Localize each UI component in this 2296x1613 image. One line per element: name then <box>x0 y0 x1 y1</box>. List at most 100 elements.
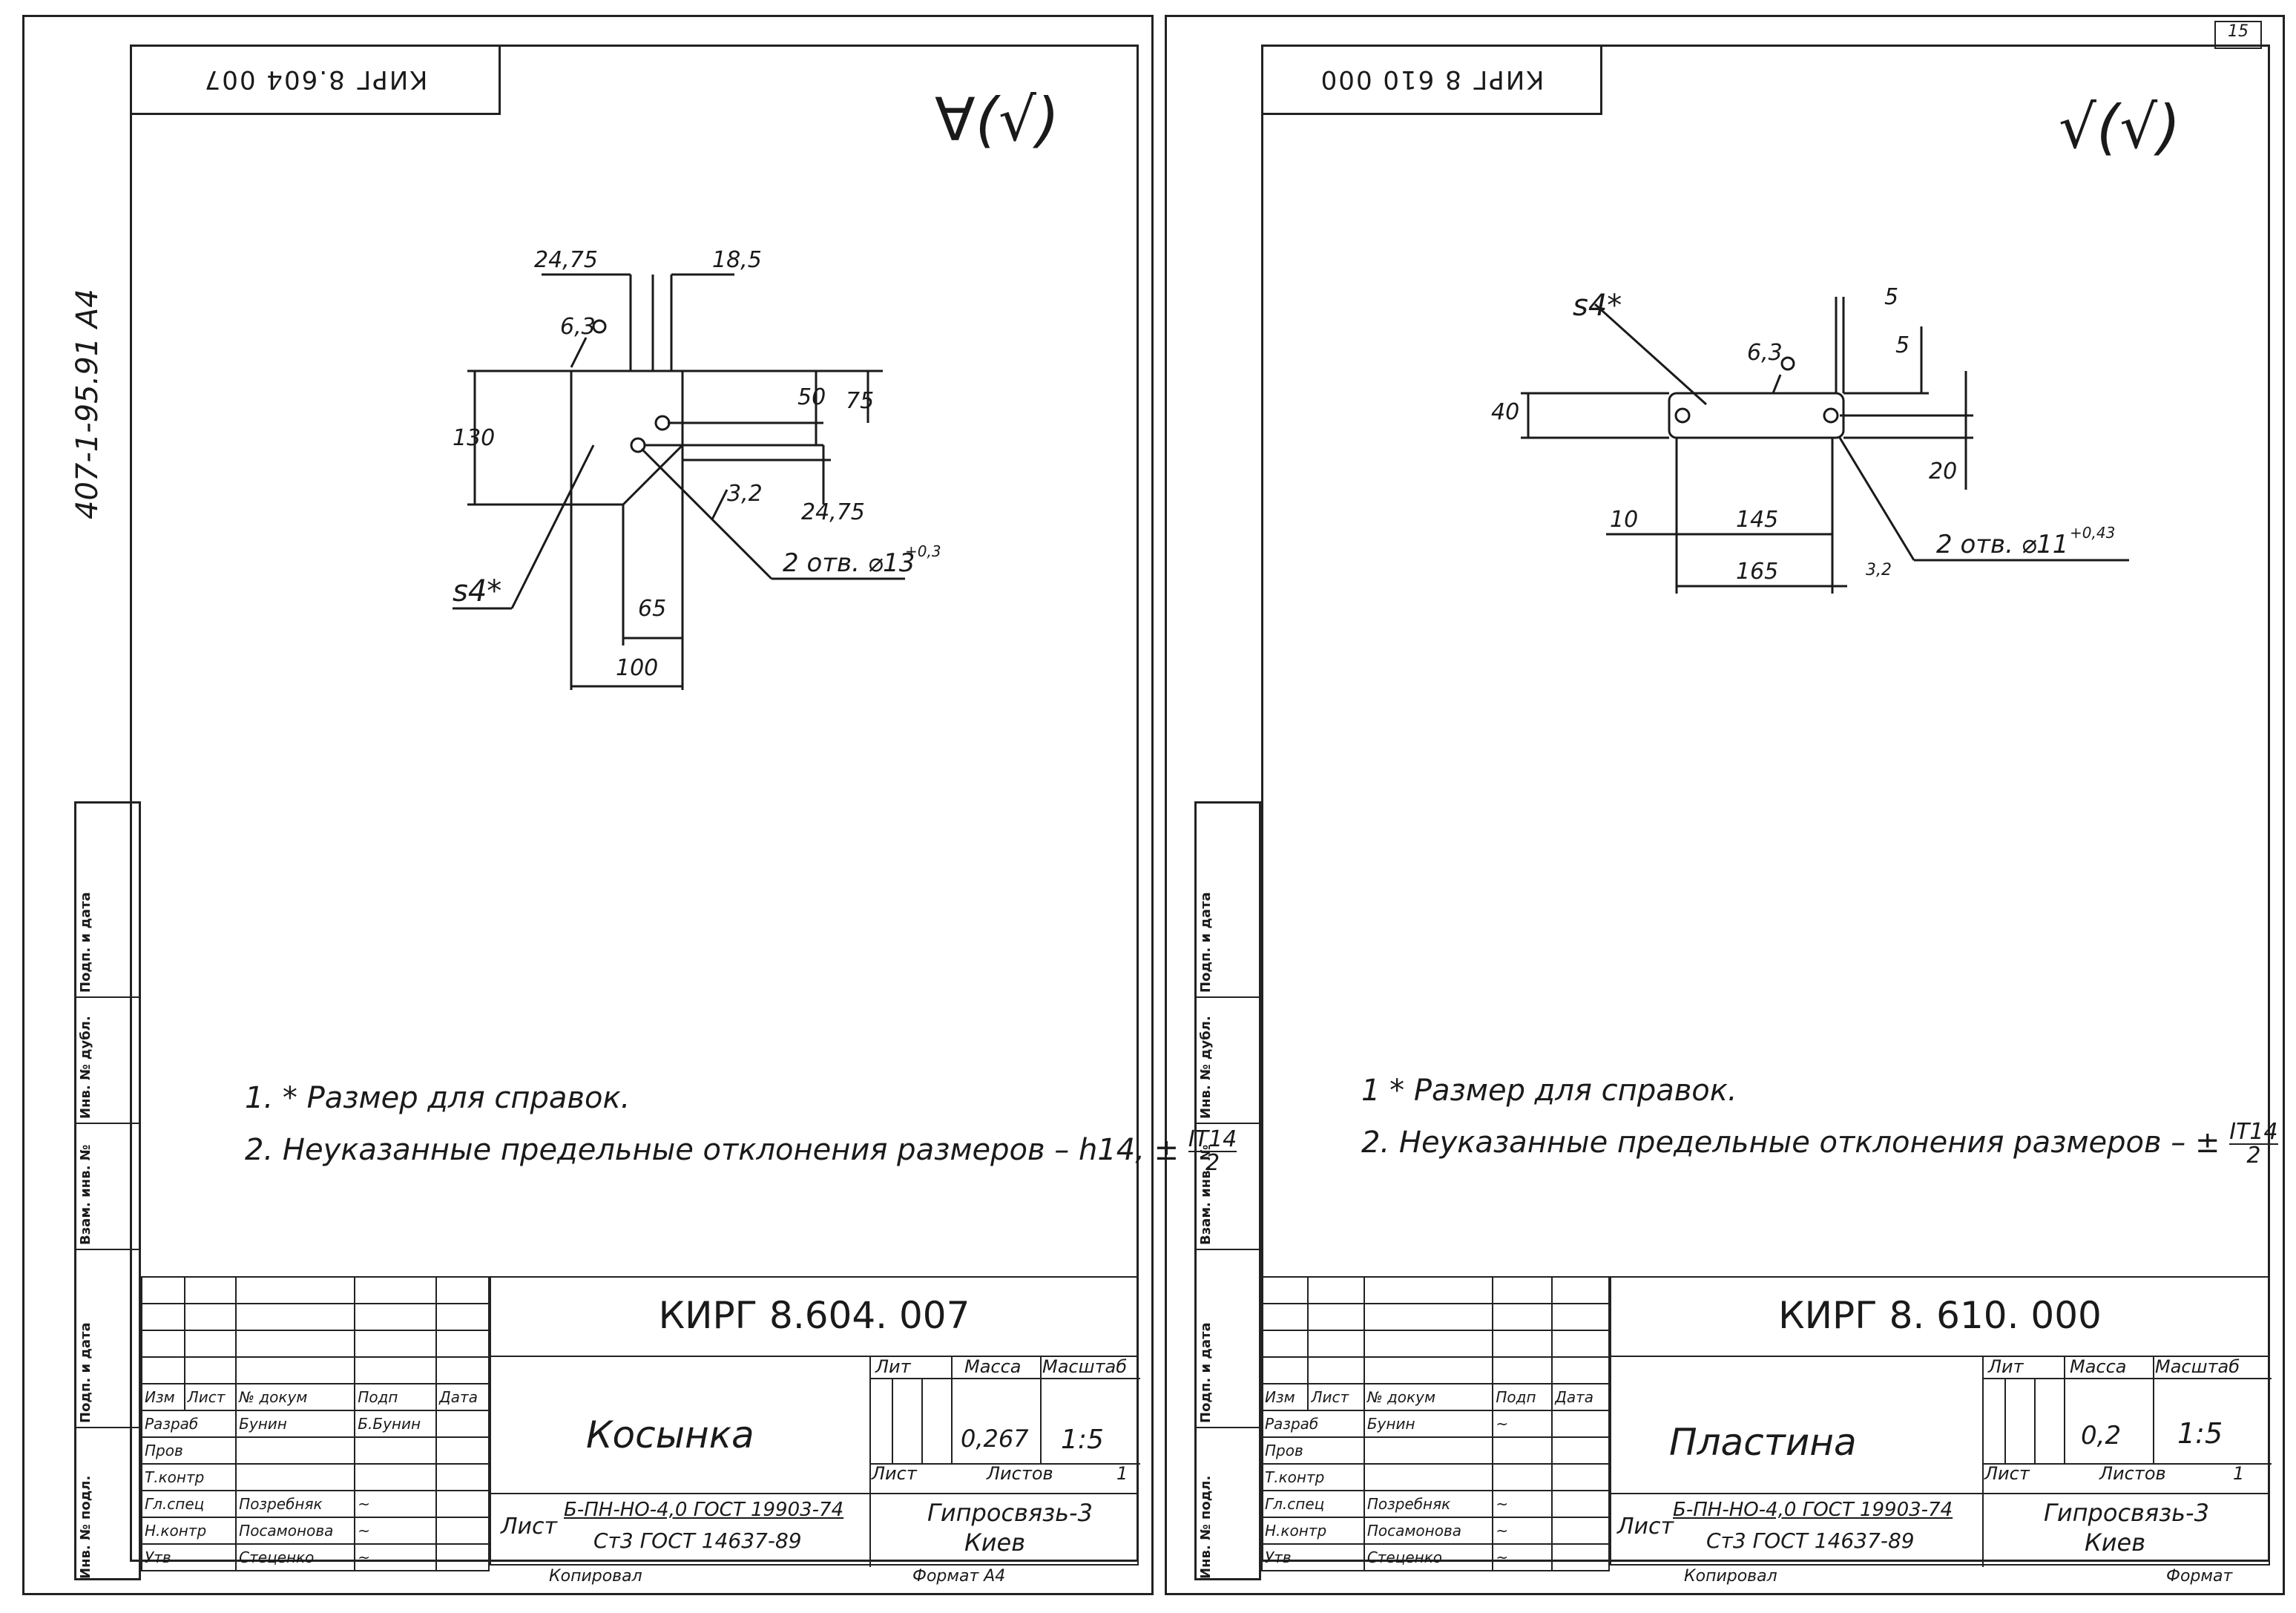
row-role: Гл.спец <box>140 1490 237 1518</box>
left-title-block-main <box>490 1276 1140 1567</box>
hdr-list: Лист <box>1307 1383 1365 1411</box>
row-role: Т.контр <box>140 1463 237 1491</box>
row-sign: Б.Бунин <box>354 1410 438 1438</box>
right-roughness-mark: √(√) <box>2059 93 2181 162</box>
right-dim: 145 <box>1736 507 1778 533</box>
row-name: Стеценко <box>235 1543 356 1571</box>
left-note-1: 1. * Размер для справок. <box>245 1081 631 1115</box>
left-dim: 2 отв. ⌀13 <box>783 548 915 578</box>
left-format-label: Формат А4 <box>912 1567 1006 1586</box>
left-dim: 18,5 <box>712 247 762 273</box>
row-sign: ~ <box>1492 1517 1553 1545</box>
hdr-list: Лист <box>183 1383 237 1411</box>
left-material-1: Б-ПН-НО-4,0 ГОСТ 19903-74 <box>564 1499 844 1521</box>
right-dim: 165 <box>1736 559 1778 585</box>
row-name <box>1363 1436 1494 1465</box>
left-dimension-texts: 24,75 18,5 6,3 130 50 75 24,75 3,2 s4* 2… <box>453 247 941 681</box>
right-side-stamp: Инв. № подл. Подп. и дата Взам. инв. № И… <box>1194 801 1261 1580</box>
hdr-podp: Подп <box>1492 1383 1553 1411</box>
left-part-drawing <box>453 273 905 690</box>
right-material-prefix: Лист <box>1617 1514 1674 1540</box>
row-role: Утв <box>140 1543 237 1571</box>
right-scale-value: 1:5 <box>2177 1417 2223 1450</box>
right-part-drawing <box>1521 297 2129 594</box>
right-dim: +0,43 <box>2070 524 2115 542</box>
row-role: Разраб <box>1261 1410 1365 1438</box>
hdr-izm: Изм <box>1260 1383 1309 1411</box>
hdr-ndok: № докум <box>1363 1383 1494 1411</box>
right-sheets-value: 1 <box>2233 1463 2245 1484</box>
row-sign: ~ <box>354 1517 438 1545</box>
left-scale-label: Масштаб <box>1042 1356 1128 1377</box>
right-dim: 5 <box>1895 332 1910 358</box>
left-dim: +0,3 <box>905 542 941 560</box>
row-sign: ~ <box>354 1543 438 1571</box>
left-roughness-mark: ∀(√) <box>935 85 1060 154</box>
hdr-podp: Подп <box>354 1383 438 1411</box>
row-role: Н.контр <box>140 1517 237 1545</box>
left-dim: 3,2 <box>727 481 763 507</box>
left-material-2: Ст3 ГОСТ 14637-89 <box>593 1528 802 1553</box>
left-dim: 130 <box>453 425 495 451</box>
left-sheet-border <box>22 15 1154 1595</box>
left-dim: 24,75 <box>534 247 598 273</box>
page-number: 15 <box>2214 21 2262 49</box>
right-dim: 20 <box>1929 459 1957 484</box>
row-name: Посамонова <box>1363 1517 1494 1545</box>
left-org-1: Гипросвязь-3 <box>927 1499 1093 1527</box>
row-role: Т.контр <box>1261 1463 1365 1491</box>
row-sign: ~ <box>1492 1543 1553 1571</box>
left-document-code: КИРГ 8.604. 007 <box>658 1293 970 1337</box>
right-sheet-border <box>1165 15 2285 1595</box>
left-side-stamp: Инв. № подл. Подп. и дата Взам. инв. № И… <box>74 801 141 1580</box>
row-role: Разраб <box>140 1410 237 1438</box>
left-notes: 1. * Размер для справок. 2. Неуказанные … <box>245 1072 1237 1176</box>
row-sign: ~ <box>1492 1410 1553 1438</box>
row-name: Стеценко <box>1363 1543 1494 1571</box>
right-drawing-frame <box>1261 45 2270 1562</box>
left-part-outline <box>570 369 684 506</box>
row-role: Гл.спец <box>1261 1490 1365 1518</box>
right-lit-label: Лит <box>1988 1356 2024 1377</box>
hdr-ndok: № докум <box>235 1383 356 1411</box>
right-dim: 5 <box>1884 284 1898 310</box>
right-massa-label: Масса <box>2070 1356 2127 1377</box>
left-material-prefix: Лист <box>501 1514 558 1540</box>
right-dimension-texts: s4* 5 6,3 5 40 20 10 145 2 отв. ⌀11 +0,4… <box>1491 284 2115 585</box>
right-org-2: Киев <box>2085 1528 2146 1557</box>
left-scale-value: 1:5 <box>1061 1425 1104 1455</box>
right-copied-label: Копировал <box>1684 1567 1777 1586</box>
right-part-title: Пластина <box>1669 1421 1857 1464</box>
row-name <box>235 1436 356 1465</box>
right-dim: s4* <box>1573 289 1622 323</box>
row-name: Бунин <box>235 1410 356 1438</box>
left-copied-label: Копировал <box>549 1567 642 1586</box>
row-sign <box>354 1463 438 1491</box>
row-name: Посамонова <box>235 1517 356 1545</box>
hdr-data: Дата <box>435 1383 490 1411</box>
left-massa-value: 0,267 <box>961 1425 1029 1453</box>
row-sign <box>354 1436 438 1465</box>
row-sign <box>1492 1463 1553 1491</box>
right-dim: 3,2 <box>1866 561 1892 579</box>
right-material-2: Ст3 ГОСТ 14637-89 <box>1706 1528 1915 1553</box>
right-document-code: КИРГ 8. 610. 000 <box>1778 1293 2102 1337</box>
row-name: Позребняк <box>235 1490 356 1518</box>
left-dim: 6,3 <box>560 314 596 340</box>
right-notes: 1 * Размер для справок. 2. Неуказанные п… <box>1361 1065 2278 1169</box>
row-sign: ~ <box>1492 1490 1553 1518</box>
right-dim: 40 <box>1491 399 1519 425</box>
left-hole-2 <box>630 437 646 453</box>
left-dim: s4* <box>453 574 501 608</box>
row-role: Пров <box>140 1436 237 1465</box>
left-dim: 75 <box>846 388 874 414</box>
left-dim: 100 <box>616 655 658 681</box>
row-name: Позребняк <box>1363 1490 1494 1518</box>
left-dim: 50 <box>797 384 826 410</box>
left-part-title: Косынка <box>586 1413 754 1456</box>
right-dim: 10 <box>1610 507 1638 533</box>
right-hole-1 <box>1674 407 1691 424</box>
left-note-2: 2. Неуказанные предельные отклонения раз… <box>245 1126 1237 1176</box>
